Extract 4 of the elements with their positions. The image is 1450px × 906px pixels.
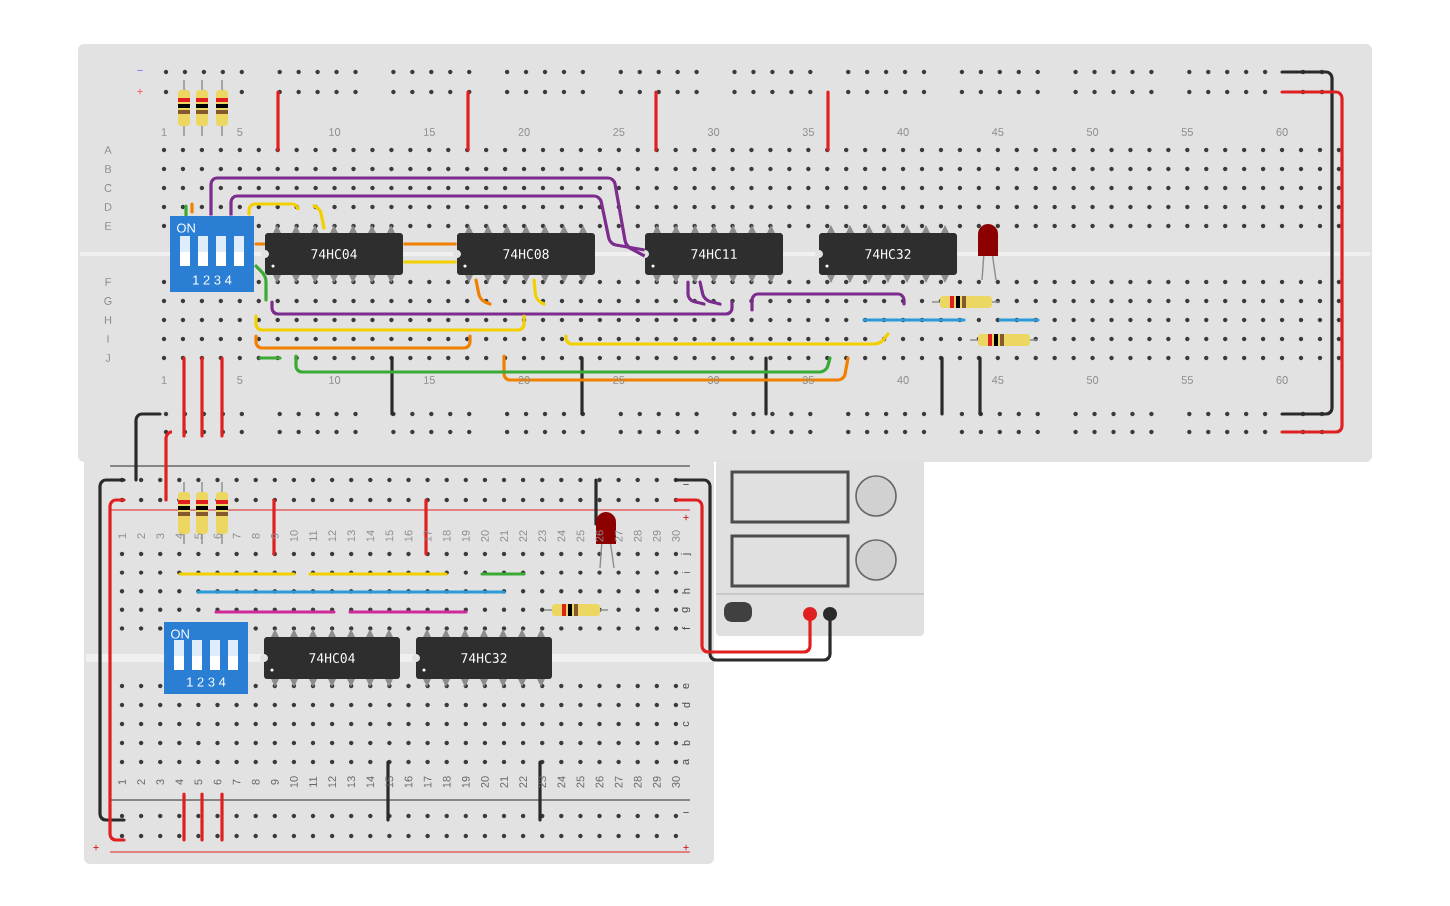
jumper-wire <box>209 176 646 258</box>
jumper-wire <box>229 194 645 252</box>
jumper-wire <box>403 242 457 246</box>
jumper-wire <box>403 260 457 264</box>
